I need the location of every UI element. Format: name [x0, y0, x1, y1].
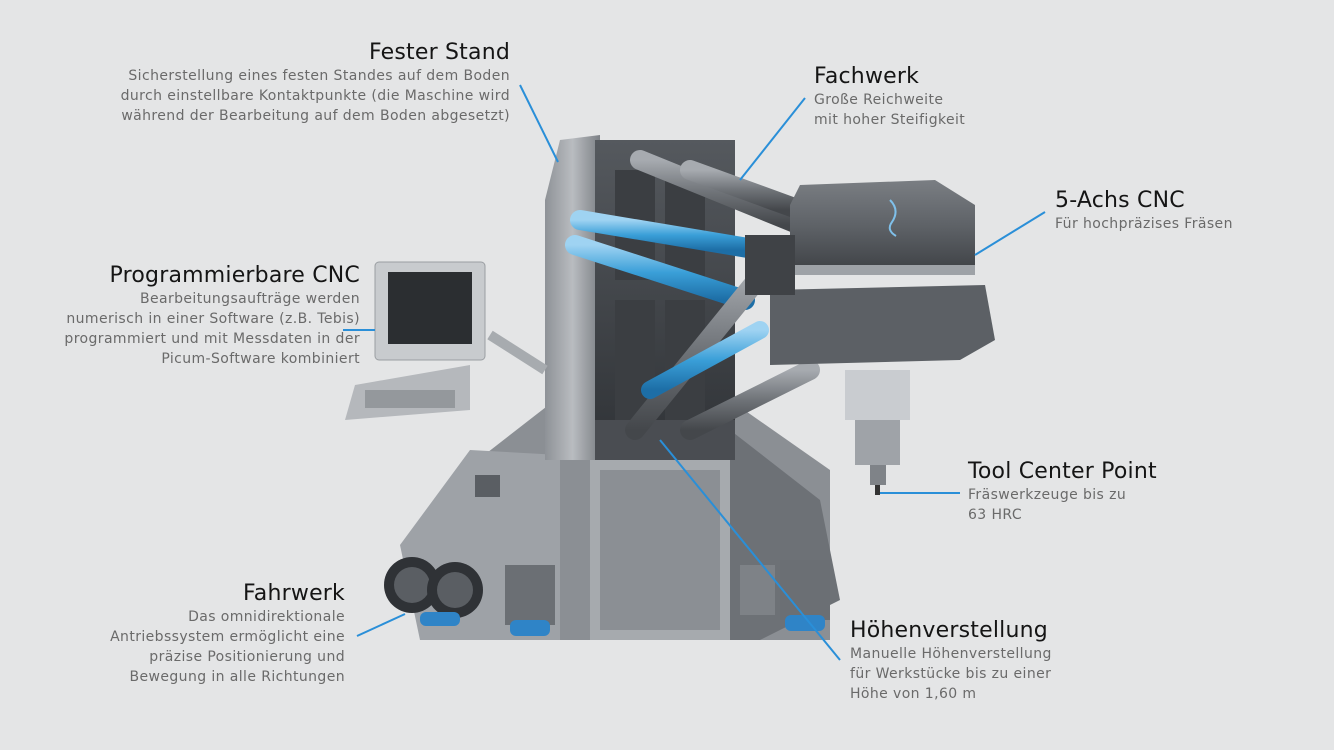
- leader-fahrwerk: [356, 613, 406, 637]
- leader-fester-stand: [519, 84, 559, 163]
- tool: [845, 370, 910, 495]
- callout-fester-stand: Fester Stand Sicherstellung eines festen…: [121, 40, 510, 126]
- callout-hoehenverstellung: Höhenverstellung Manuelle Höhenverstellu…: [850, 618, 1052, 704]
- spindle-head: [745, 180, 995, 365]
- callout-title: Fachwerk: [814, 64, 920, 89]
- callout-title: Tool Center Point: [968, 459, 1157, 484]
- leader-fachwerk: [739, 97, 806, 181]
- control-terminal: [345, 261, 548, 420]
- callout-description: Fräswerkzeuge bis zu 63 HRC: [968, 487, 1127, 523]
- callout-fachwerk: Fachwerk Große Reichweite mit hoher Stei…: [814, 64, 965, 130]
- callout-fahrwerk: Fahrwerk Das omnidirektionale Antriebssy…: [110, 581, 345, 687]
- leader-hoehenverstellung: [659, 439, 841, 661]
- truss: [565, 150, 820, 440]
- leader-5-achs: [974, 211, 1046, 256]
- callout-description: Für hochpräzises Fräsen: [1055, 216, 1233, 232]
- callout-description: Große Reichweite mit hoher Steifigkeit: [814, 92, 966, 128]
- callout-title: 5-Achs CNC: [1055, 188, 1185, 213]
- callout-title: Höhenverstellung: [850, 618, 1048, 643]
- callout-title: Fester Stand: [368, 40, 510, 65]
- callout-title: Programmierbare CNC: [109, 263, 360, 288]
- callout-description: Manuelle Höhenverstellung für Werkstücke…: [850, 646, 1052, 702]
- callout-programmierbare-cnc: Programmierbare CNC Bearbeitungsaufträge…: [64, 263, 360, 369]
- callout-tool-center-point: Tool Center Point Fräswerkzeuge bis zu 6…: [968, 459, 1157, 525]
- leader-lines: [343, 84, 1046, 661]
- wheels: [384, 557, 830, 636]
- callout-5-achs-cnc: 5-Achs CNC Für hochpräzises Fräsen: [1055, 188, 1233, 234]
- callout-description: Sicherstellung eines festen Standes auf …: [120, 68, 510, 124]
- callout-title: Fahrwerk: [242, 581, 345, 606]
- callout-description: Das omnidirektionale Antriebssystem ermö…: [110, 609, 345, 685]
- callout-description: Bearbeitungsaufträge werden numerisch in…: [64, 291, 360, 367]
